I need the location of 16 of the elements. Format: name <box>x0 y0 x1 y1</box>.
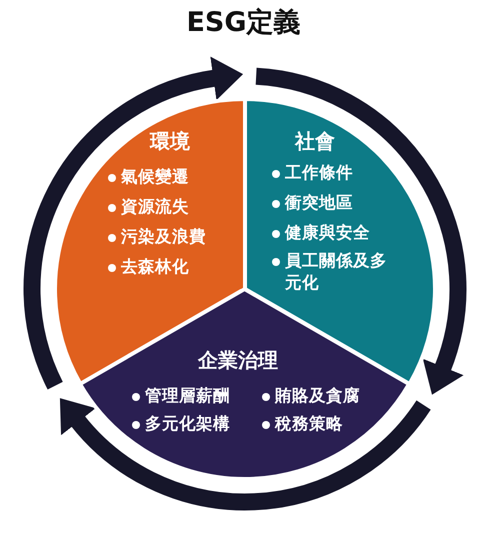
bullet-item: 管理層薪酬 <box>132 385 230 407</box>
bullet-item: 稅務策略 <box>262 413 343 435</box>
bullet-item: 氣候變遷 <box>108 166 189 188</box>
bullet-item: 衝突地區 <box>272 192 353 214</box>
bullet-item: 資源流失 <box>108 196 189 218</box>
diagram-title: ESG定義 <box>185 6 302 40</box>
pie-sector <box>80 289 410 479</box>
bullet-item: 污染及浪費 <box>108 226 206 248</box>
sector-heading: 環境 <box>150 128 190 155</box>
bullet-item: 健康與安全 <box>272 222 370 244</box>
sector-heading: 社會 <box>295 128 335 155</box>
sector-heading: 企業治理 <box>198 347 278 374</box>
bullet-item: 多元化架構 <box>132 413 230 435</box>
bullet-item: 賄賂及貪腐 <box>262 385 360 407</box>
bullet-item: 去森林化 <box>108 256 189 278</box>
bullet-item: 工作條件 <box>272 162 353 184</box>
